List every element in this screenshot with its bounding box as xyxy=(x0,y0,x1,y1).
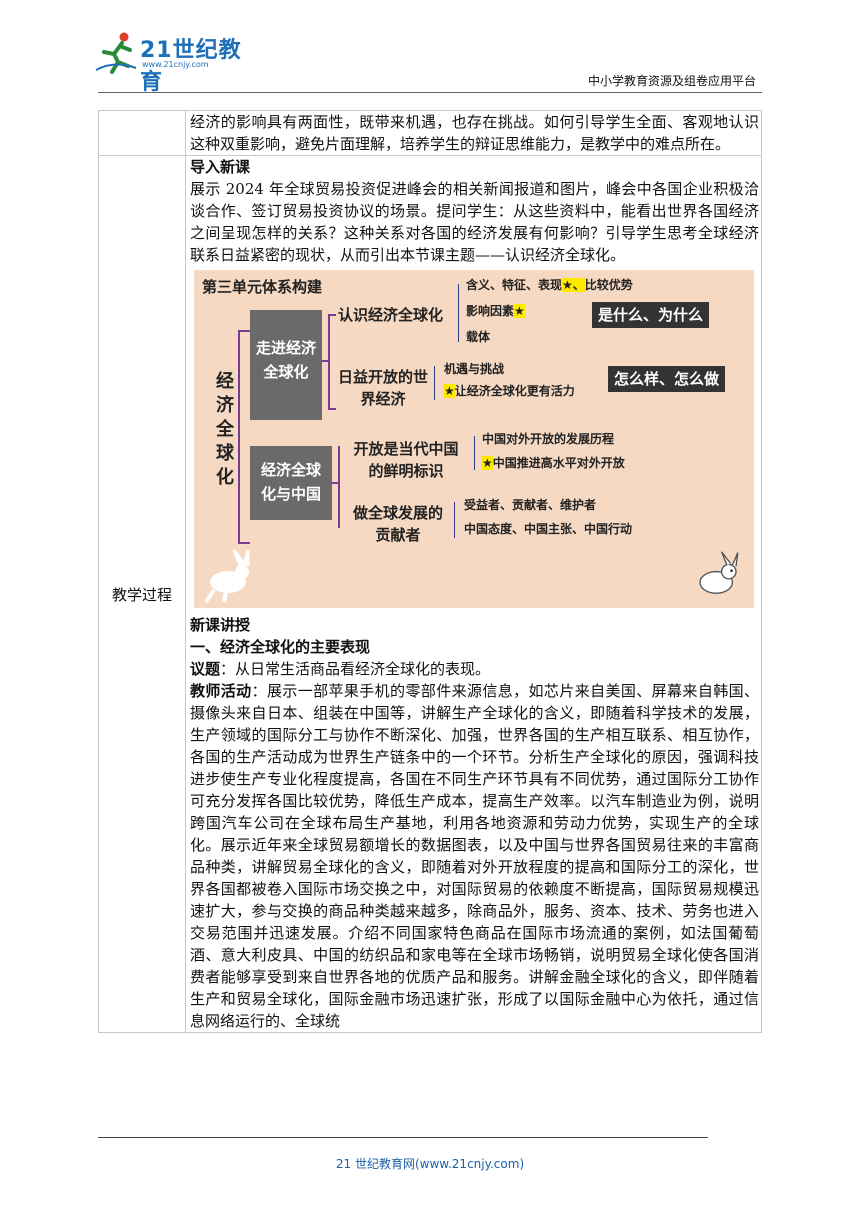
leaf-high-level: ★中国推进高水平对外开放 xyxy=(482,456,625,470)
logo: 21世纪教育 www.21cnjy.com xyxy=(94,30,264,95)
node-open-china: 开放是当代中国的鲜明标识 xyxy=(353,440,459,480)
branch-box-2: 经济全球化与中国 xyxy=(250,446,332,520)
connector xyxy=(328,408,336,410)
unit-structure-diagram: 第三单元体系构建 经济全球化 走进经济全球化 经济全球化与中国 认识经济全球化 … xyxy=(194,270,754,608)
lesson-table: 经济的影响具有两面性，既带来机遇，也存在挑战。如何引导学生全面、客观地认识这种双… xyxy=(98,110,762,1033)
leaf-bracket-2 xyxy=(434,366,435,400)
connector xyxy=(322,360,328,362)
leaf-meaning: 含义、特征、表现★、比较优势 xyxy=(466,278,633,292)
leaf-bracket-3 xyxy=(474,436,475,470)
diagram-root: 经济全球化 xyxy=(216,371,234,488)
leaf-roles: 受益者、贡献者、维护者 xyxy=(464,498,597,512)
table-row: 经济的影响具有两面性，既带来机遇，也存在挑战。如何引导学生全面、客观地认识这种双… xyxy=(98,110,762,156)
connector xyxy=(238,330,250,332)
leaf-vitality: ★让经济全球化更有活力 xyxy=(444,384,575,398)
new-lesson-heading: 新课讲授 xyxy=(190,616,251,634)
star-icon: ★ xyxy=(514,304,525,318)
section-heading: 一、经济全球化的主要表现 xyxy=(190,638,371,656)
row-label xyxy=(98,110,186,156)
root-bracket xyxy=(238,330,240,544)
header-divider xyxy=(98,92,762,93)
branch-box-1: 走进经济全球化 xyxy=(250,310,322,420)
row-content: 经济的影响具有两面性，既带来机遇，也存在挑战。如何引导学生全面、客观地认识这种双… xyxy=(185,110,762,156)
leaf-bracket-4 xyxy=(454,502,455,538)
activity-paragraph: 教师活动：展示一部苹果手机的零部件来源信息，如芯片来自美国、屏幕来自韩国、摄像头… xyxy=(190,682,759,1030)
branch2-bracket xyxy=(338,446,340,528)
leaf-factors: 影响因素★ xyxy=(466,304,525,318)
difficulty-paragraph: 经济的影响具有两面性，既带来机遇，也存在挑战。如何引导学生全面、客观地认识这种双… xyxy=(190,113,759,153)
footer-divider xyxy=(98,1137,708,1138)
diagram-title: 第三单元体系构建 xyxy=(202,278,323,296)
node-open-economy: 日益开放的世界经济 xyxy=(338,368,429,408)
leaf-opportunity: 机遇与挑战 xyxy=(444,362,505,376)
tag-how: 怎么样、怎么做 xyxy=(608,366,726,392)
intro-heading: 导入新课 xyxy=(190,158,251,176)
connector xyxy=(332,482,338,484)
logo-text: 21世纪教育 xyxy=(140,38,242,95)
star-icon: ★ xyxy=(482,456,493,470)
topic-paragraph: 议题：从日常生活商品看经济全球化的表现。 xyxy=(190,660,491,678)
rabbit-left-icon xyxy=(204,549,250,604)
intro-paragraph: 展示 2024 年全球贸易投资促进峰会的相关新闻报道和图片，峰会中各国企业积极洽… xyxy=(190,180,759,264)
star-icon: ★ xyxy=(444,384,455,398)
leaf-carrier: 载体 xyxy=(466,330,491,344)
star-icon: ★、 xyxy=(562,278,585,292)
row-label-process: 教学过程 xyxy=(98,155,186,1033)
platform-title: 中小学教育资源及组卷应用平台 xyxy=(587,74,756,88)
page-header: 21世纪教育 www.21cnjy.com 中小学教育资源及组卷应用平台 xyxy=(0,0,860,100)
leaf-history: 中国对外开放的发展历程 xyxy=(482,432,615,446)
leaf-attitude: 中国态度、中国主张、中国行动 xyxy=(464,522,633,536)
connector xyxy=(238,542,250,544)
runner-logo-icon xyxy=(95,32,137,74)
rabbit-right-icon xyxy=(699,551,739,594)
table-row: 教学过程 导入新课 展示 2024 年全球贸易投资促进峰会的相关新闻报道和图片，… xyxy=(98,155,762,1033)
leaf-bracket-1 xyxy=(458,284,459,342)
process-content: 导入新课 展示 2024 年全球贸易投资促进峰会的相关新闻报道和图片，峰会中各国… xyxy=(185,155,762,1033)
footer-text: 21 世纪教育网(www.21cnjy.com) xyxy=(335,1157,525,1171)
tag-what-why: 是什么、为什么 xyxy=(592,302,710,328)
node-understand: 认识经济全球化 xyxy=(338,306,444,324)
branch1-bracket xyxy=(328,314,330,410)
connector xyxy=(328,314,336,316)
node-contributor: 做全球发展的贡献者 xyxy=(352,504,443,544)
logo-url: www.21cnjy.com xyxy=(142,60,209,69)
